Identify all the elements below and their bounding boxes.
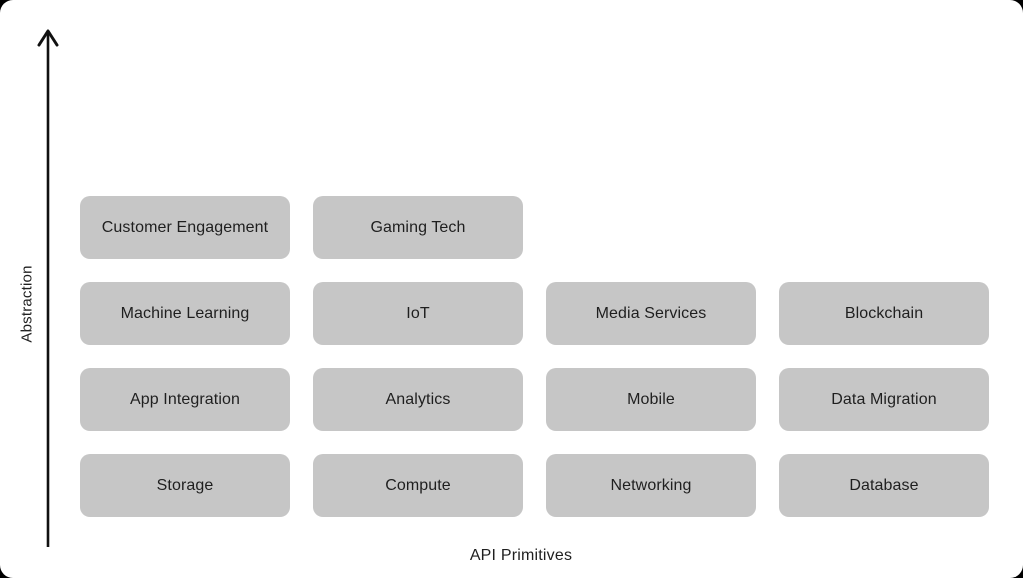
grid-box: Machine Learning xyxy=(80,282,290,345)
grid-box: IoT xyxy=(313,282,523,345)
grid-box: App Integration xyxy=(80,368,290,431)
grid-box: Database xyxy=(779,454,989,517)
grid-box: Customer Engagement xyxy=(80,196,290,259)
grid-row: App Integration Analytics Mobile Data Migra… xyxy=(80,368,989,431)
grid-box: Analytics xyxy=(313,368,523,431)
grid-box: Data Migration xyxy=(779,368,989,431)
grid-box: Networking xyxy=(546,454,756,517)
grid-row: Customer Engagement Gaming Tech xyxy=(80,196,989,259)
grid-box: Blockchain xyxy=(779,282,989,345)
grid-row: Machine Learning IoT Media Services Blockch… xyxy=(80,282,989,345)
grid-row: Storage Compute Networking Database xyxy=(80,454,989,517)
grid-box: Compute xyxy=(313,454,523,517)
grid-box: Media Services xyxy=(546,282,756,345)
arrow-up-icon xyxy=(37,29,59,47)
x-axis-label: API Primitives xyxy=(469,547,573,564)
grid-box: Mobile xyxy=(546,368,756,431)
y-axis-label: Abstraction xyxy=(18,265,36,343)
grid-box: Gaming Tech xyxy=(313,196,523,259)
grid-box: Storage xyxy=(80,454,290,517)
